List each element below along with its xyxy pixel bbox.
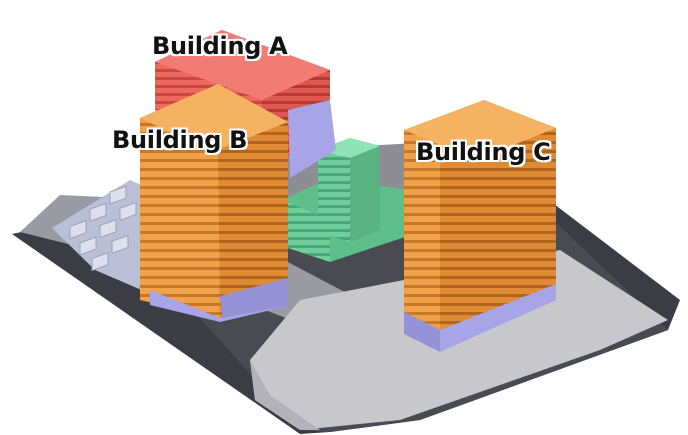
building-b-tower <box>140 84 288 322</box>
building-b-label: Building B <box>112 126 248 154</box>
building-c-label: Building C <box>416 138 551 166</box>
building-c-tower <box>404 100 556 352</box>
green-midrise <box>282 138 408 262</box>
building-a-label: Building A <box>152 32 288 60</box>
